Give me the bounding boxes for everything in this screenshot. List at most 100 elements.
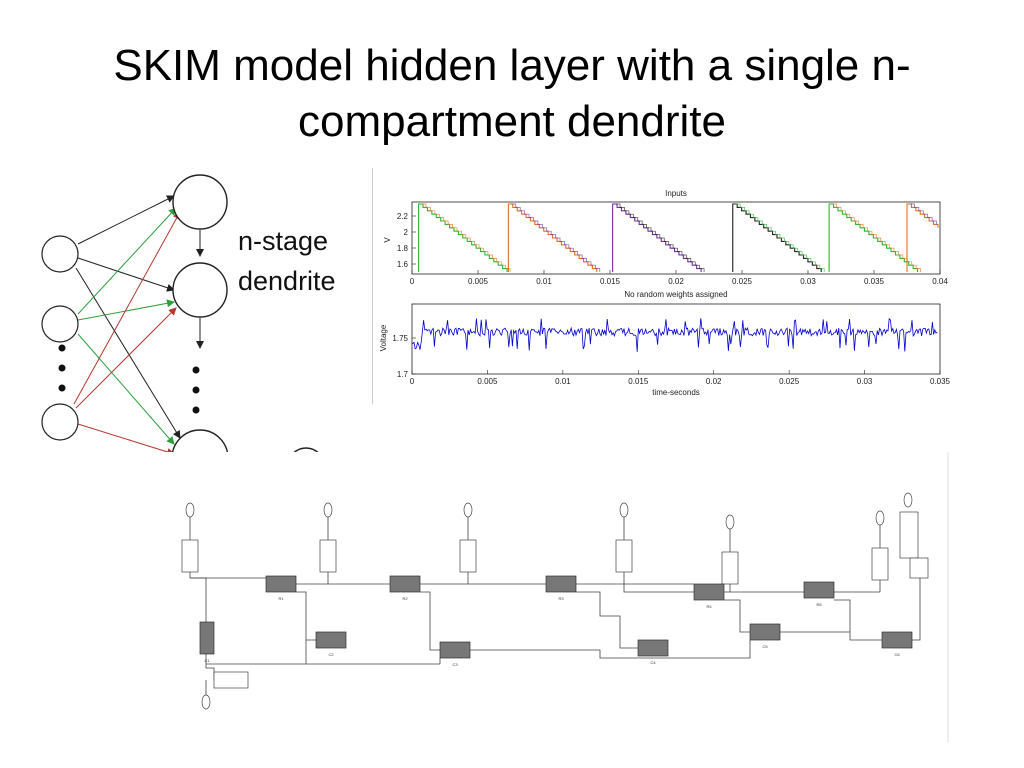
circuit-block [693, 583, 725, 601]
series-ramp [511, 203, 601, 272]
xtick-label: 0.01 [536, 277, 552, 286]
xtick-label: 0.005 [468, 277, 489, 286]
block-label: C5 [762, 644, 768, 649]
bottom-plot-xlabel: time-seconds [652, 388, 700, 397]
series-ramp [732, 203, 822, 272]
top-plot-title: Inputs [665, 189, 687, 198]
wire [189, 572, 266, 579]
ellipsis-dot [58, 344, 66, 352]
xtick-label: 0.01 [555, 377, 571, 386]
wire [724, 599, 750, 633]
voltage-source [463, 502, 473, 518]
dendrite-label-line2: dendrite [238, 266, 336, 296]
ground-source [201, 694, 211, 710]
voltage-trace [411, 317, 938, 352]
circuit-block [265, 575, 297, 593]
xtick-label: 0.02 [668, 277, 684, 286]
wire [420, 591, 440, 651]
wire [623, 572, 694, 593]
circuit-block [389, 575, 421, 593]
xtick-label: 0.015 [628, 377, 649, 386]
wire [190, 577, 207, 622]
ytick-label: 1.75 [392, 334, 408, 343]
circuit-block [315, 631, 347, 649]
edge [77, 207, 177, 315]
circuit-block [881, 631, 913, 649]
slide-title: SKIM model hidden layer with a single n-… [113, 41, 911, 146]
xtick-label: 0.035 [930, 377, 951, 386]
block-label: R2 [402, 596, 408, 601]
voltage-source [323, 502, 333, 518]
block-label: R4 [706, 604, 712, 609]
dendrite-node [172, 262, 228, 318]
edge [77, 299, 175, 321]
ellipsis-dot [192, 386, 200, 394]
input-node [41, 305, 79, 343]
ytick-label: 1.8 [397, 244, 409, 253]
output-block [909, 557, 929, 579]
circuit-block [637, 639, 669, 657]
wire [296, 591, 316, 641]
series-ramp [615, 203, 705, 272]
series-ramp [906, 203, 939, 272]
ellipsis-dot [192, 366, 200, 374]
network-svg: w n-stage dendrite [41, 174, 373, 487]
block-label: R3 [558, 596, 564, 601]
block-label: C6 [894, 652, 900, 657]
xtick-label: 0 [410, 277, 415, 286]
ellipsis-dot [58, 384, 66, 392]
dendrite-label-line1: n-stage [238, 226, 328, 256]
xtick-label: 0.005 [477, 377, 498, 386]
voltage-source [725, 514, 735, 530]
top-plot-series [418, 203, 939, 272]
edge [75, 267, 181, 439]
wire [912, 578, 921, 641]
block-label: C1 [204, 658, 210, 663]
ellipsis-dot [58, 364, 66, 372]
bottom-plot-xticks: 0 0.005 0.01 0.015 0.02 0.025 0.03 0.035 [410, 370, 951, 386]
block-label: C2 [328, 652, 334, 657]
wire [470, 640, 751, 659]
output-block [899, 511, 919, 559]
input-node [41, 235, 79, 273]
xtick-label: 0.03 [800, 277, 816, 286]
xtick-label: 0.02 [706, 377, 722, 386]
bottom-plot-yticks: 1.751.7 [392, 334, 416, 379]
source-block [181, 539, 199, 573]
bottom-plot-ylabel: Voltage [379, 324, 388, 351]
series-ramp [828, 203, 919, 272]
block-label: C3 [452, 662, 458, 667]
source-block [459, 539, 477, 573]
top-plot-xlabel: No random weights assigned [624, 290, 727, 299]
circuit-block [439, 641, 471, 659]
xtick-label: 0.04 [932, 277, 948, 286]
edge [73, 211, 181, 405]
top-plot-axes [411, 201, 941, 275]
edge [75, 307, 177, 409]
xtick-label: 0.03 [857, 377, 873, 386]
neural-network-diagram: w n-stage dendrite [40, 168, 374, 490]
ytick-label: 2 [404, 228, 409, 237]
series-ramp [735, 203, 825, 272]
edge [77, 333, 175, 445]
xtick-label: 0.025 [779, 377, 800, 386]
series-ramp [612, 203, 702, 272]
edge [77, 257, 175, 292]
circuit-block [213, 671, 249, 689]
xtick-label: 0 [410, 377, 415, 386]
edge [77, 195, 175, 245]
source-block [871, 547, 889, 581]
series-ramp [421, 203, 511, 272]
voltage-source [903, 492, 913, 508]
xtick-label: 0.015 [600, 277, 621, 286]
bottom-plot-trace [411, 317, 938, 352]
ellipsis-dot [192, 406, 200, 414]
source-block [615, 539, 633, 573]
wire [576, 591, 638, 649]
